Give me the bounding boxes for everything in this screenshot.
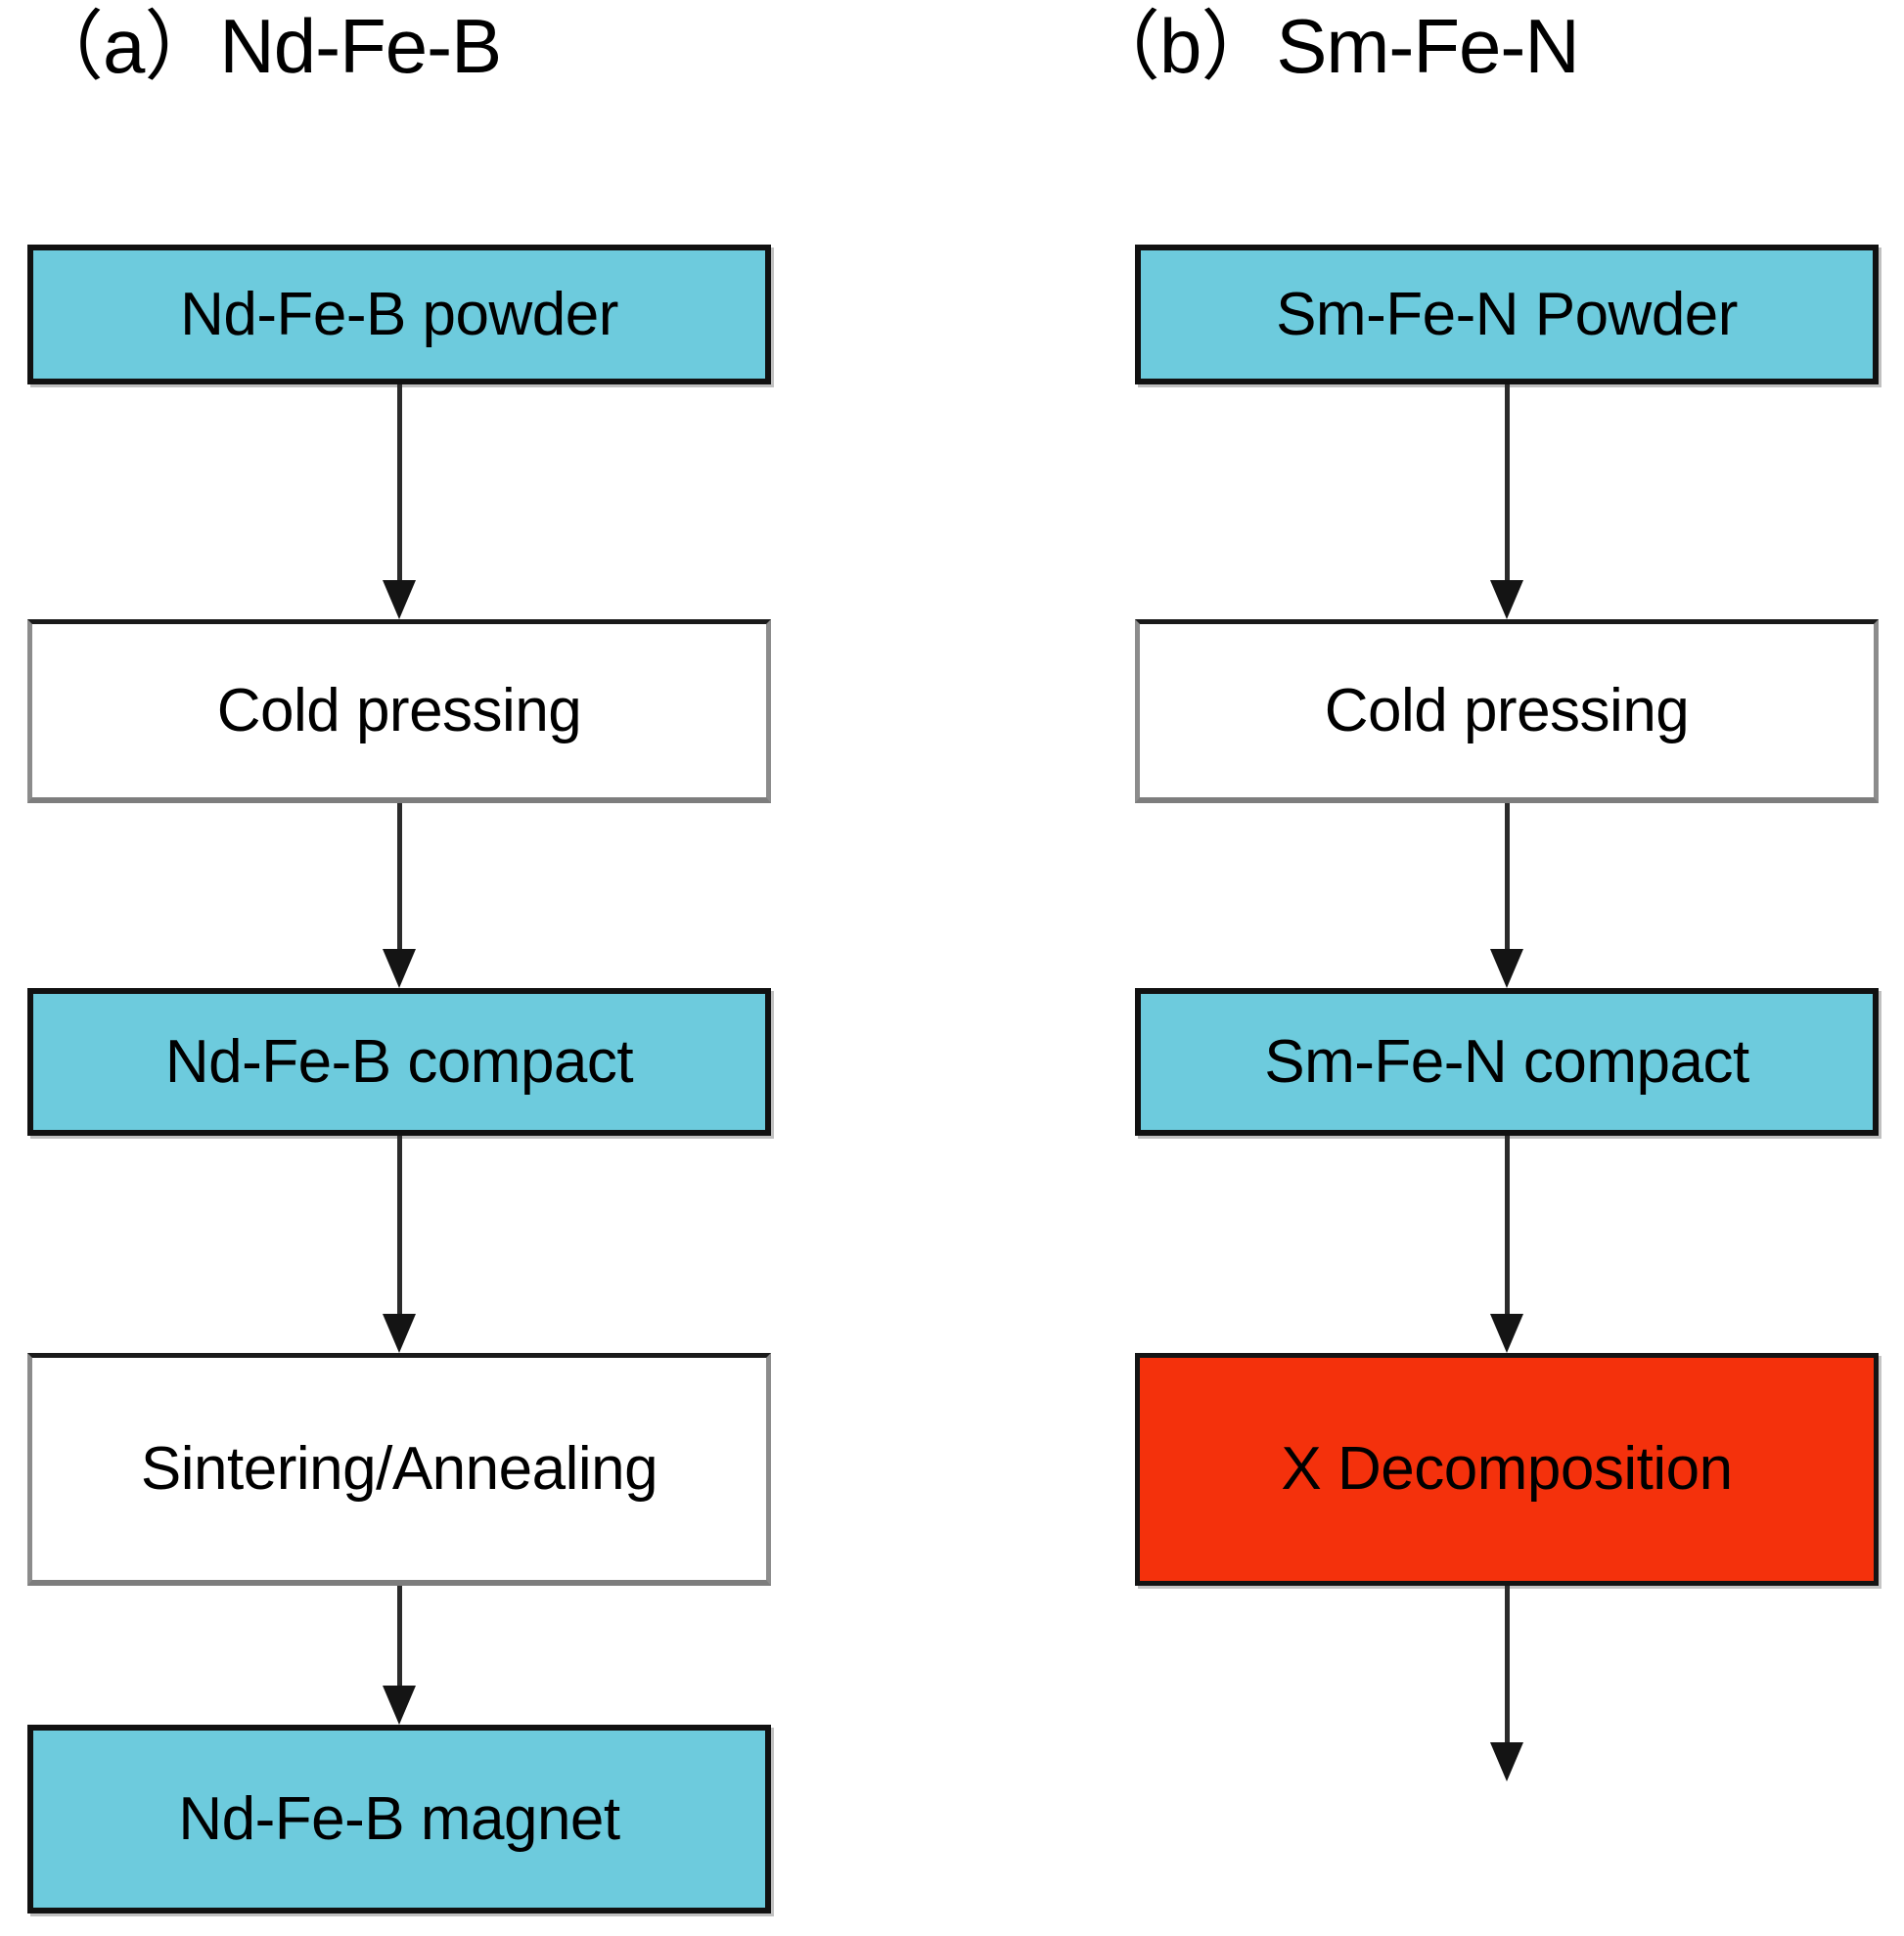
node-label: Nd-Fe-B powder (180, 280, 618, 348)
node-label: Sm-Fe-N Powder (1276, 280, 1738, 348)
node-sintering-annealing[interactable]: Sintering/Annealing (27, 1353, 771, 1586)
arrow-shaft (396, 1586, 402, 1688)
arrow-head-icon (1490, 1314, 1523, 1353)
node-x-decomposition[interactable]: X Decomposition (1135, 1353, 1879, 1586)
node-label: X Decomposition (1281, 1435, 1733, 1504)
node-label: Nd-Fe-B compact (164, 1027, 634, 1096)
arrow-shaft (396, 803, 402, 951)
node-label: Cold pressing (216, 676, 582, 744)
panel-b: （b）Sm-Fe-N Sm-Fe-N Powder Cold pressing … (1084, 0, 1879, 1936)
arrow-a1-to-a2 (380, 384, 419, 619)
panel-a: （a）Nd-Fe-B Nd-Fe-B powder Cold pressing … (27, 0, 771, 1936)
arrow-b3-to-b4 (1487, 1136, 1526, 1353)
panel-a-title: （a）Nd-Fe-B (27, 3, 502, 89)
node-cold-pressing-b[interactable]: Cold pressing (1135, 619, 1879, 803)
arrow-head-icon (383, 1686, 416, 1725)
arrow-a3-to-a4 (380, 1136, 419, 1353)
node-cold-pressing-a[interactable]: Cold pressing (27, 619, 771, 803)
arrow-shaft (1504, 803, 1510, 951)
node-sm-fe-n-powder[interactable]: Sm-Fe-N Powder (1135, 245, 1879, 384)
node-nd-fe-b-magnet[interactable]: Nd-Fe-B magnet (27, 1725, 771, 1913)
node-nd-fe-b-compact[interactable]: Nd-Fe-B compact (27, 988, 771, 1136)
panel-b-title: （b）Sm-Fe-N (1084, 3, 1580, 89)
arrow-head-icon (383, 580, 416, 619)
arrow-b2-to-b3 (1487, 803, 1526, 988)
node-label: Cold pressing (1324, 676, 1690, 744)
node-label: Nd-Fe-B magnet (178, 1784, 620, 1853)
node-label: Sm-Fe-N compact (1264, 1027, 1749, 1096)
arrow-b4-terminal (1487, 1586, 1526, 1781)
arrow-head-icon (383, 1314, 416, 1353)
arrow-a2-to-a3 (380, 803, 419, 988)
arrow-a4-to-a5 (380, 1586, 419, 1725)
arrow-head-icon (1490, 949, 1523, 988)
arrow-head-icon (383, 949, 416, 988)
arrow-head-icon (1490, 580, 1523, 619)
arrow-shaft (1504, 384, 1510, 582)
arrow-shaft (396, 384, 402, 582)
arrow-shaft (1504, 1586, 1510, 1744)
arrow-shaft (396, 1136, 402, 1316)
arrow-b1-to-b2 (1487, 384, 1526, 619)
node-nd-fe-b-powder[interactable]: Nd-Fe-B powder (27, 245, 771, 384)
arrow-shaft (1504, 1136, 1510, 1316)
node-sm-fe-n-compact[interactable]: Sm-Fe-N compact (1135, 988, 1879, 1136)
node-label: Sintering/Annealing (140, 1434, 658, 1503)
arrow-head-icon (1490, 1742, 1523, 1781)
